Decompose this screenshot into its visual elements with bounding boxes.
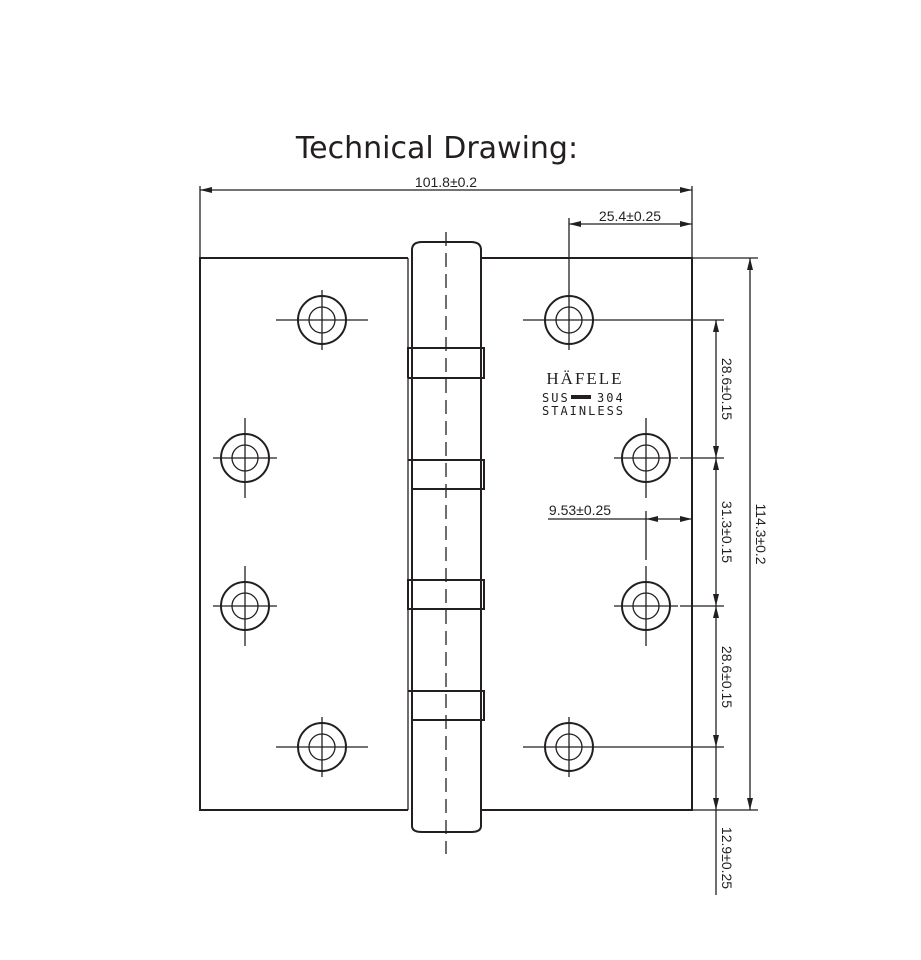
knuckle-band-1 [407,347,485,379]
drawing-title: Technical Drawing: [295,131,578,166]
screw-hole [614,566,678,646]
grade-left: SUS [542,391,570,405]
knuckle-band-3 [407,579,485,610]
material-text: STAINLESS [542,404,625,418]
screw-hole [213,418,277,498]
hinge-outline [199,232,693,854]
right-leaf [481,257,693,811]
screw-hole [523,717,615,777]
screw-holes [213,268,678,777]
dim-overall-height: 114.3±0.2 [692,257,769,811]
dim-hole-spacing-middle-label: 31.3±0.15 [719,501,735,563]
screw-hole [213,566,277,646]
dim-hole-offset-top: 25.4±0.25 [568,208,692,268]
dim-overall-width-label: 101.8±0.2 [415,174,477,190]
dim-overall-width: 101.8±0.2 [199,174,693,258]
dim-hole-spacing-lower-label: 28.6±0.15 [719,646,735,708]
screw-hole [614,418,678,498]
knuckle-barrel [411,241,482,833]
brand-name: HÄFELE [546,369,623,388]
dim-bottom-offset: 12.9±0.25 [713,798,735,895]
left-leaf [199,257,408,811]
knuckle-band-4 [408,690,485,721]
dim-hole-spacing-upper-label: 28.6±0.15 [719,358,735,420]
knuckle-band-2 [408,459,485,490]
grade-right: 304 [597,391,625,405]
screw-hole [276,717,368,777]
dim-hole-offset-top-label: 25.4±0.25 [599,208,661,224]
screw-hole [276,290,368,350]
dim-hole-edge-distance-label: 9.53±0.25 [549,502,611,518]
dim-hole-spacing: 28.6±0.15 31.3±0.15 28.6±0.15 [615,319,735,800]
dim-hole-edge-distance: 9.53±0.25 [548,502,692,560]
dim-overall-height-label: 114.3±0.2 [753,503,769,564]
grade-dash [571,395,591,399]
dim-bottom-offset-label: 12.9±0.25 [719,827,735,889]
brand-marking: HÄFELE SUS 304 STAINLESS [542,369,625,418]
screw-hole [523,268,615,350]
